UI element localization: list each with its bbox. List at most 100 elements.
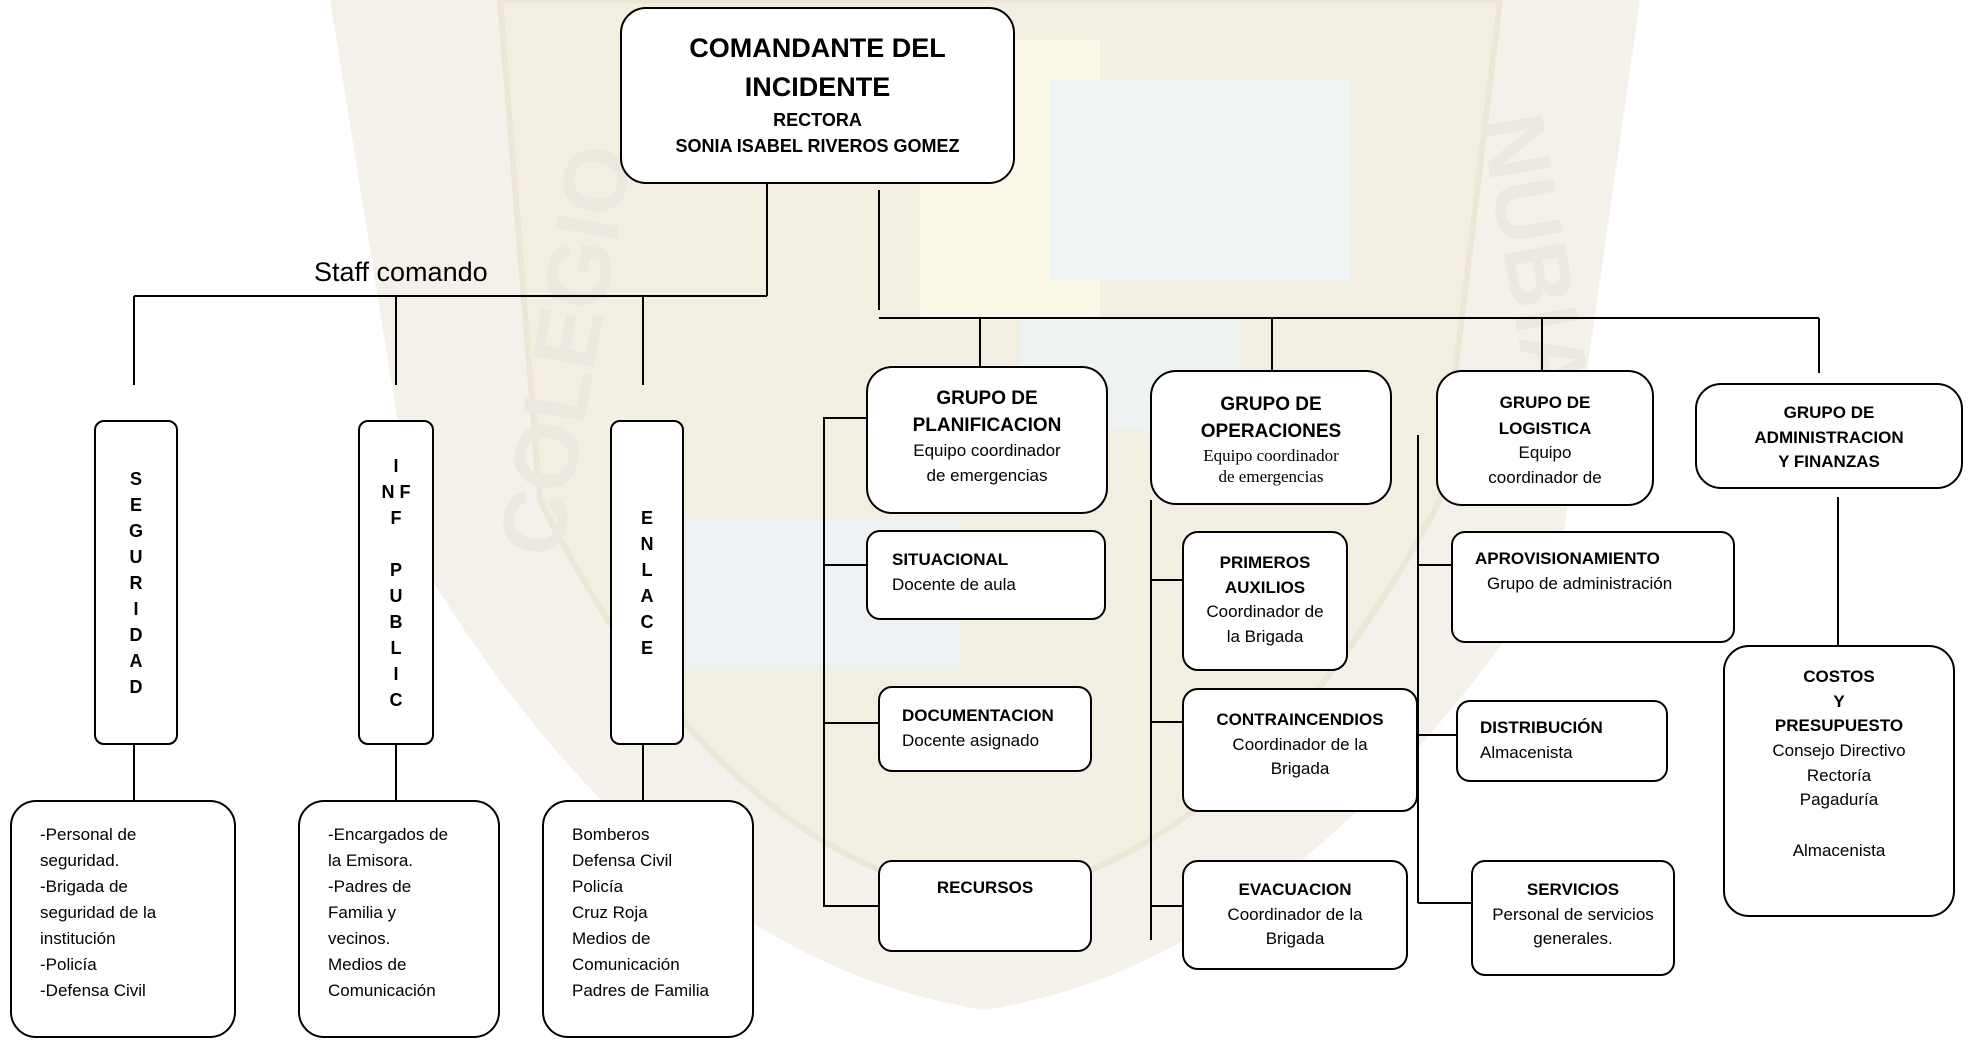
commander-role: RECTORA: [773, 110, 862, 131]
member: -Brigada de: [40, 877, 128, 896]
letter: E: [640, 507, 653, 528]
sub-desc: Coordinador de la: [1232, 734, 1368, 754]
operaciones-group-box: GRUPO DE OPERACIONES Equipo coordinador …: [1150, 370, 1392, 505]
sub-desc: generales.: [1533, 929, 1613, 949]
member: -Padres de: [328, 877, 412, 896]
sub-desc: Brigada: [1265, 929, 1325, 949]
sub-title: SERVICIOS: [1526, 880, 1620, 899]
letter: R: [129, 572, 143, 593]
letter: U: [129, 546, 143, 567]
letter: L: [641, 559, 653, 580]
sub-desc: Docente de aula: [892, 574, 1016, 594]
letter: I: [133, 598, 139, 619]
sub-title: SITUACIONAL: [892, 550, 1009, 569]
member: -Policía: [40, 955, 97, 974]
sub-desc: Docente asignado: [902, 730, 1040, 750]
inf-public-box: I N F F P U B L I C: [358, 420, 434, 745]
situacional-box: SITUACIONAL Docente de aula: [866, 530, 1106, 620]
sub-desc: Rectoría: [1806, 765, 1872, 785]
seguridad-members-box: -Personal de seguridad. -Brigada de segu…: [10, 800, 236, 1038]
group-title: ADMINISTRACION: [1754, 427, 1904, 447]
member: Defensa Civil: [572, 851, 673, 870]
member: Comunicación: [572, 955, 680, 974]
letter: N F: [381, 481, 411, 502]
inf-public-members-box: -Encargados de la Emisora. -Padres de Fa…: [298, 800, 500, 1038]
sub-title: DOCUMENTACION: [902, 706, 1054, 725]
letter: D: [129, 624, 143, 645]
group-title: LOGISTICA: [1498, 418, 1592, 438]
letter: U: [389, 585, 403, 606]
sub-title: EVACUACION: [1238, 880, 1352, 899]
letter: A: [129, 650, 143, 671]
evacuacion-box: EVACUACION Coordinador de la Brigada: [1182, 860, 1408, 970]
member: Comunicación: [328, 981, 436, 1000]
sub-title: APROVISIONAMIENTO: [1475, 549, 1660, 568]
enlace-members-box: Bomberos Defensa Civil Policía Cruz Roja…: [542, 800, 754, 1038]
member: seguridad de la: [40, 903, 157, 922]
sub-desc: Almacenista: [1792, 840, 1886, 860]
sub-title: PRESUPUESTO: [1774, 716, 1904, 736]
group-desc: Equipo coordinador: [913, 441, 1061, 461]
letter: B: [389, 611, 403, 632]
costos-box: COSTOS Y PRESUPUESTO Consejo Directivo R…: [1723, 645, 1955, 917]
group-desc: Equipo coordinador: [1203, 446, 1339, 466]
enlace-box: E N L A C E: [610, 420, 684, 745]
sub-desc: Personal de servicios: [1492, 904, 1654, 924]
group-desc: Equipo: [1518, 443, 1572, 462]
commander-title-line1: COMANDANTE DEL: [689, 33, 946, 63]
group-title: GRUPO DE: [936, 388, 1038, 409]
letter: D: [129, 676, 143, 697]
contraincendios-box: CONTRAINCENDIOS Coordinador de la Brigad…: [1182, 688, 1418, 812]
distribucion-box: DISTRIBUCIÓN Almacenista: [1456, 700, 1668, 782]
letter: S: [129, 468, 142, 489]
logistica-group-box: GRUPO DE LOGISTICA Equipo coordinador de: [1436, 370, 1654, 506]
primeros-auxilios-box: PRIMEROS AUXILIOS Coordinador de la Brig…: [1182, 531, 1348, 671]
member: -Defensa Civil: [40, 981, 146, 1000]
group-title: GRUPO DE: [1220, 394, 1322, 415]
administracion-group-box: GRUPO DE ADMINISTRACION Y FINANZAS: [1695, 383, 1963, 489]
member: Medios de: [328, 955, 407, 974]
letter: E: [129, 494, 142, 515]
member: institución: [40, 929, 116, 948]
sub-desc-spacer: [1725, 813, 1953, 839]
group-title: Y FINANZAS: [1778, 452, 1880, 472]
group-desc: coordinador de: [1488, 467, 1602, 487]
letter: P: [389, 559, 402, 580]
sub-title: CONTRAINCENDIOS: [1216, 710, 1384, 729]
sub-title: PRIMEROS: [1219, 553, 1311, 572]
commander-box: COMANDANTE DEL INCIDENTE RECTORA SONIA I…: [620, 7, 1015, 184]
sub-desc: Consejo Directivo: [1772, 740, 1906, 760]
letter: E: [640, 637, 653, 658]
member: Padres de Familia: [572, 981, 710, 1000]
member: Policía: [572, 877, 624, 896]
sub-title: AUXILIOS: [1224, 577, 1306, 597]
sub-desc: la Brigada: [1226, 626, 1304, 646]
sub-title: Y: [1833, 691, 1845, 711]
letter: C: [640, 611, 654, 632]
group-desc: de emergencias: [926, 465, 1048, 485]
letter: L: [390, 637, 402, 658]
staff-label: Staff comando: [314, 257, 488, 287]
member: la Emisora.: [328, 851, 414, 870]
letter: F: [390, 507, 402, 528]
group-desc: de emergencias: [1218, 467, 1324, 487]
group-title: GRUPO DE: [1783, 403, 1875, 422]
member: vecinos.: [328, 929, 391, 948]
member: Cruz Roja: [572, 903, 648, 922]
letter: G: [128, 520, 143, 541]
group-title: PLANIFICACION: [912, 414, 1062, 436]
sub-desc: Pagaduría: [1799, 790, 1879, 810]
group-title: GRUPO DE: [1499, 393, 1591, 412]
seguridad-box: S E G U R I D A D: [94, 420, 178, 745]
member: Medios de: [572, 929, 651, 948]
letter: C: [389, 689, 403, 710]
servicios-box: SERVICIOS Personal de servicios generale…: [1471, 860, 1675, 976]
letter: I: [393, 663, 399, 684]
letter: N: [640, 533, 654, 554]
member: -Personal de: [40, 825, 137, 844]
sub-desc: Almacenista: [1480, 742, 1573, 762]
commander-title-line2: INCIDENTE: [744, 72, 891, 103]
member: Familia y: [328, 903, 397, 922]
